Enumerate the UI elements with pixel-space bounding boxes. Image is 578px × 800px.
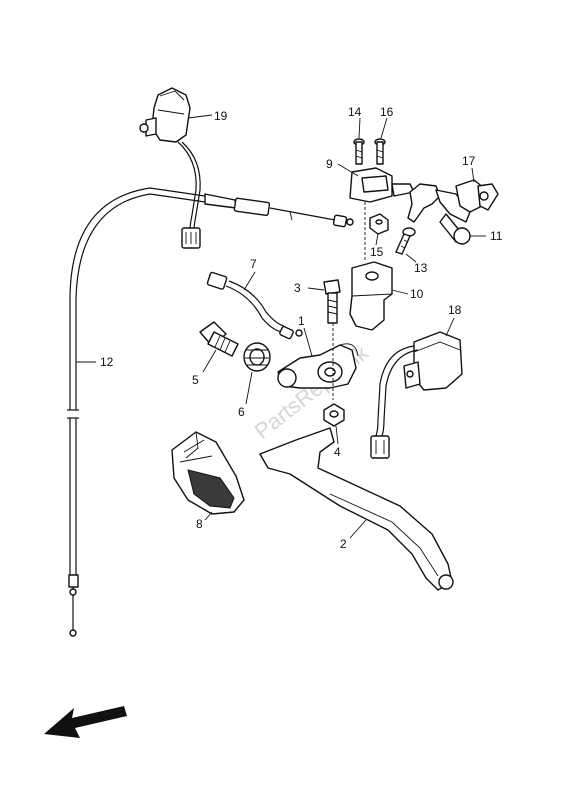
part-12-clutch-cable	[67, 187, 354, 637]
part-17-hot-start-lever	[407, 179, 499, 243]
part-6-adjuster-nut	[243, 342, 271, 372]
part-14-bolt	[353, 138, 365, 165]
callout-1: 1	[298, 314, 305, 328]
callout-13: 13	[414, 261, 428, 275]
callout-19: 19	[214, 109, 228, 123]
callout-9: 9	[326, 157, 333, 171]
part-2-clutch-lever	[259, 427, 454, 591]
callout-14: 14	[348, 105, 362, 119]
part-13-screw	[395, 227, 416, 255]
part-9-bracket	[349, 167, 415, 260]
callout-12: 12	[100, 355, 114, 369]
part-18-switch	[370, 331, 463, 459]
part-19-switch-assembly	[139, 87, 201, 249]
callout-4: 4	[334, 445, 341, 459]
part-10-clamp	[349, 261, 393, 331]
callout-18: 18	[448, 303, 462, 317]
part-11-lever-end	[453, 227, 471, 245]
front-direction-arrow-icon	[44, 706, 127, 738]
part-7-wire-lead	[206, 271, 303, 340]
part-8-lever-cover	[171, 431, 245, 515]
callout-2: 2	[340, 537, 347, 551]
callout-6: 6	[238, 405, 245, 419]
callout-11: 11	[490, 229, 503, 243]
part-4-nut	[323, 403, 345, 427]
callout-10: 10	[410, 287, 424, 301]
leader-lines	[76, 114, 486, 539]
callout-3: 3	[294, 281, 301, 295]
part-5-adjuster-bolt	[199, 321, 239, 357]
part-16-bolt	[374, 138, 386, 165]
part-1-lever-holder	[277, 343, 359, 389]
part-15-collar	[369, 213, 389, 235]
callout-8: 8	[196, 517, 203, 531]
callout-15: 15	[370, 245, 384, 259]
callout-labels: 19 14 16 9 17 11 15 13 10 3 7 1 12 5 6 4…	[100, 105, 503, 551]
callout-7: 7	[250, 257, 257, 271]
part-3-bolt	[323, 279, 341, 400]
callout-16: 16	[380, 105, 394, 119]
callout-17: 17	[462, 154, 476, 168]
callout-5: 5	[192, 373, 199, 387]
